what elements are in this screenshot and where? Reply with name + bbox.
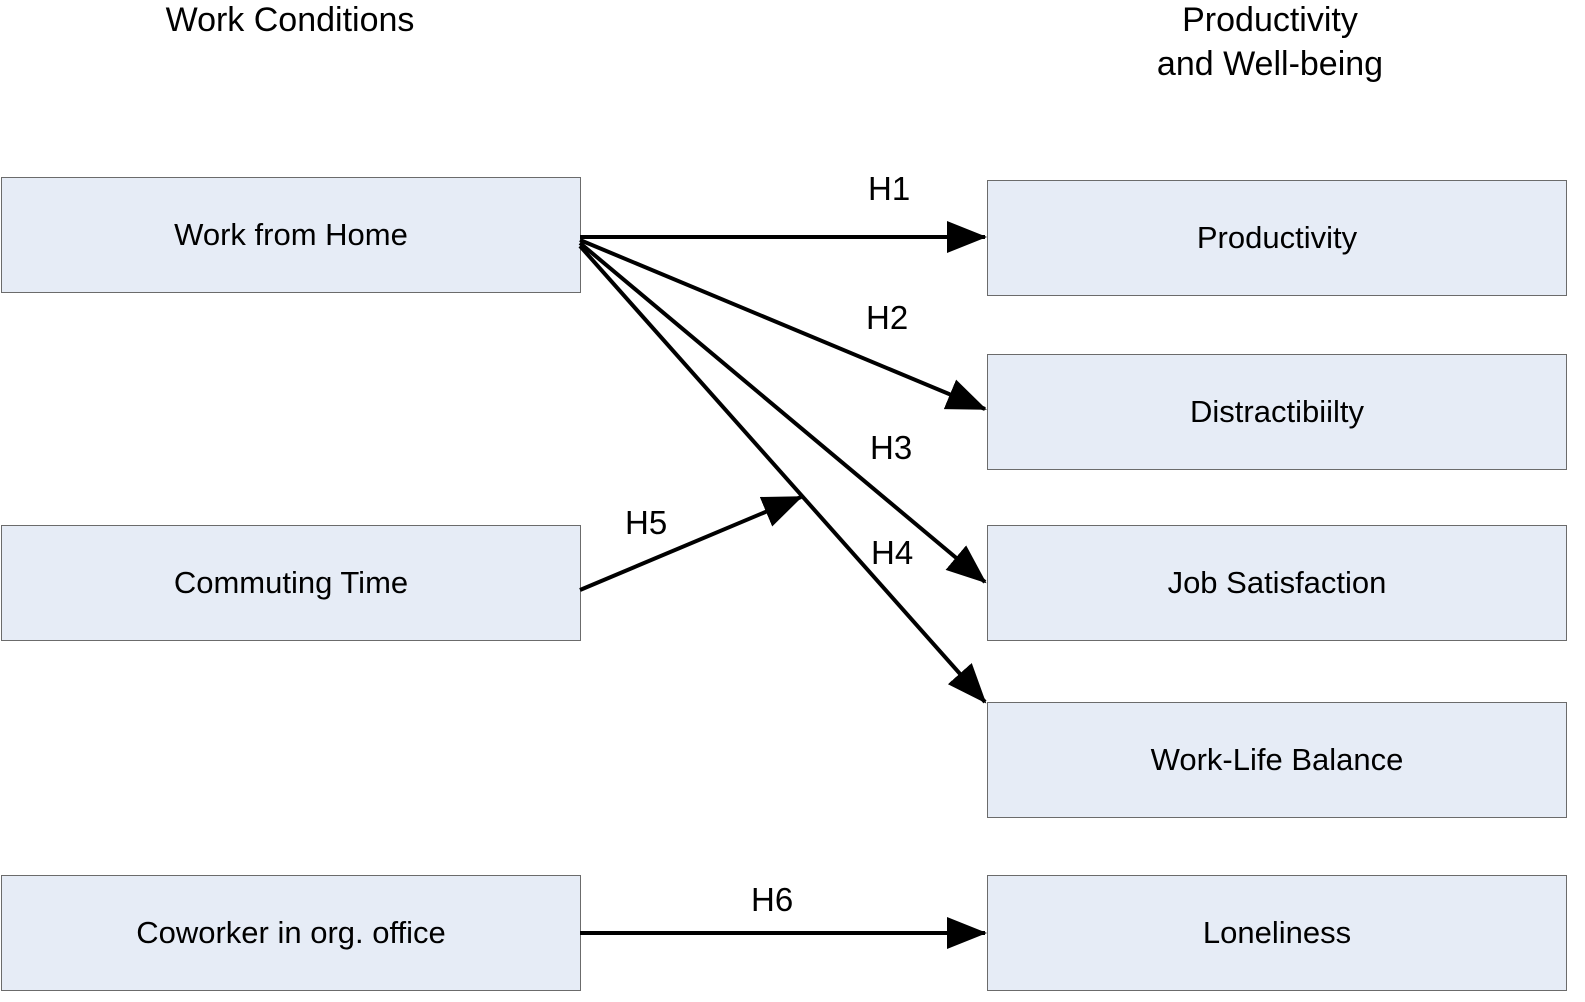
h6-label: H6 xyxy=(751,881,793,918)
h1-label: H1 xyxy=(868,170,910,207)
job-satisfaction-box: Job Satisfaction xyxy=(987,525,1567,641)
productivity-box: Productivity xyxy=(987,180,1567,296)
productivity-wellbeing-header: Productivity and Well-being xyxy=(1070,0,1470,86)
h5-arrow xyxy=(579,495,803,592)
distractibility-label: Distractibiilty xyxy=(1190,394,1364,429)
h2-arrow xyxy=(579,238,987,411)
header-line-2: and Well-being xyxy=(1156,45,1384,83)
header-line-1: Productivity xyxy=(1182,1,1358,39)
coworker-box: Coworker in org. office xyxy=(1,875,581,991)
commuting-time-box: Commuting Time xyxy=(1,525,581,641)
h4-label: H4 xyxy=(871,534,913,571)
work-life-balance-label: Work-Life Balance xyxy=(1150,742,1404,777)
h3-label: H3 xyxy=(870,429,912,466)
distractibility-box: Distractibiilty xyxy=(987,354,1567,470)
h3-arrow xyxy=(578,241,987,584)
h4-arrow xyxy=(578,244,987,704)
job-satisfaction-label: Job Satisfaction xyxy=(1167,565,1387,600)
loneliness-label: Loneliness xyxy=(1202,915,1352,950)
work-life-balance-box: Work-Life Balance xyxy=(987,702,1567,818)
h2-label: H2 xyxy=(866,299,908,336)
h5-label: H5 xyxy=(625,504,667,541)
work-conditions-header: Work Conditions xyxy=(90,0,490,42)
work-conditions-header-text: Work Conditions xyxy=(165,1,415,39)
productivity-label: Productivity xyxy=(1196,220,1358,255)
coworker-label: Coworker in org. office xyxy=(136,915,446,950)
commuting-time-label: Commuting Time xyxy=(173,565,409,600)
work-from-home-label: Work from Home xyxy=(174,217,408,252)
loneliness-box: Loneliness xyxy=(987,875,1567,991)
